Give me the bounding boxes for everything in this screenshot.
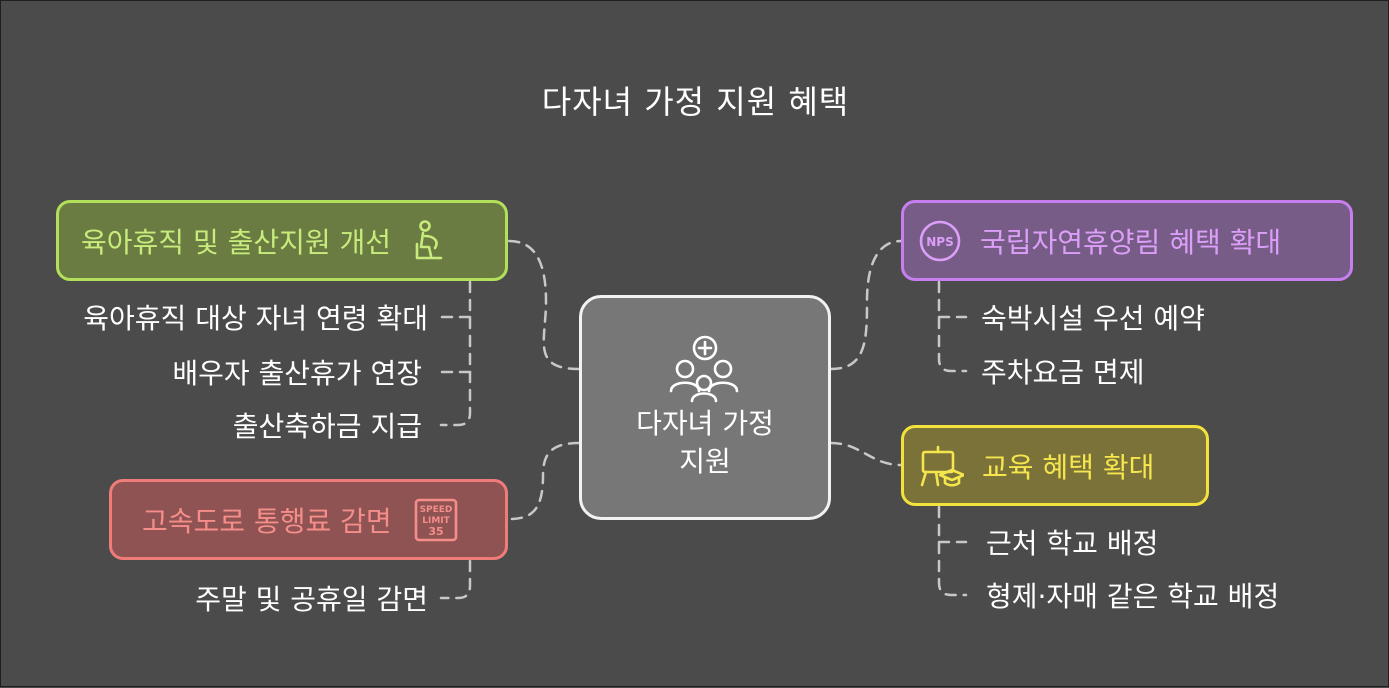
connector-center-education — [829, 441, 903, 467]
forest-item-1: 숙박시설 우선 예약 — [981, 302, 1205, 335]
diagram-title: 다자녀 가정 지원 혜택 — [541, 83, 850, 121]
childcare-item-1: 육아휴직 대상 자녀 연령 확대 — [83, 302, 428, 335]
nps-badge-text: NPS — [926, 235, 953, 249]
pregnant-person-icon — [413, 219, 447, 262]
branch-highway: 고속도로 통행료 감면 SPEED LIMIT 35 — [109, 479, 508, 560]
connector-forest-items — [937, 280, 968, 373]
forest-item-2: 주차요금 면제 — [981, 356, 1145, 389]
branch-education: 교육 혜택 확대 — [901, 425, 1209, 506]
speed-limit-line3: 35 — [428, 525, 443, 538]
nps-badge-icon: NPS — [918, 219, 962, 263]
branch-highway-label: 고속도로 통행료 감면 — [142, 504, 392, 538]
branch-forest-label: 국립자연휴양림 혜택 확대 — [980, 225, 1282, 259]
highway-item-1: 주말 및 공휴일 감면 — [195, 583, 428, 616]
childcare-item-2: 배우자 출산휴가 연장 — [172, 357, 422, 390]
speed-limit-sign-icon: SPEED LIMIT 35 — [414, 498, 458, 542]
connector-childcare-items — [439, 280, 472, 427]
branch-childcare: 육아휴직 및 출산지원 개선 — [56, 200, 508, 281]
center-label-line1: 다자녀 가정 — [636, 406, 774, 440]
branch-education-label: 교육 혜택 확대 — [982, 450, 1155, 484]
connector-center-highway — [507, 441, 581, 521]
childcare-item-3: 출산축하금 지급 — [232, 410, 422, 443]
branch-childcare-label: 육아휴직 및 출산지원 개선 — [81, 225, 392, 259]
education-item-1: 근처 학교 배정 — [986, 527, 1159, 560]
speed-limit-line1: SPEED — [419, 505, 452, 515]
education-item-2: 형제·자매 같은 학교 배정 — [986, 580, 1280, 613]
connector-center-forest — [829, 239, 903, 371]
center-label-line2: 지원 — [679, 444, 731, 478]
family-plus-icon — [665, 335, 745, 405]
connector-education-items — [937, 505, 968, 597]
center-label: 다자녀 가정 지원 — [605, 405, 805, 481]
connector-highway-items — [439, 559, 472, 600]
speed-limit-line2: LIMIT — [422, 516, 450, 526]
center-node: 다자녀 가정 지원 — [579, 295, 831, 520]
connector-center-childcare — [507, 239, 581, 371]
teaching-board-graduation-icon — [918, 443, 964, 489]
branch-forest: NPS 국립자연휴양림 혜택 확대 — [901, 200, 1353, 281]
